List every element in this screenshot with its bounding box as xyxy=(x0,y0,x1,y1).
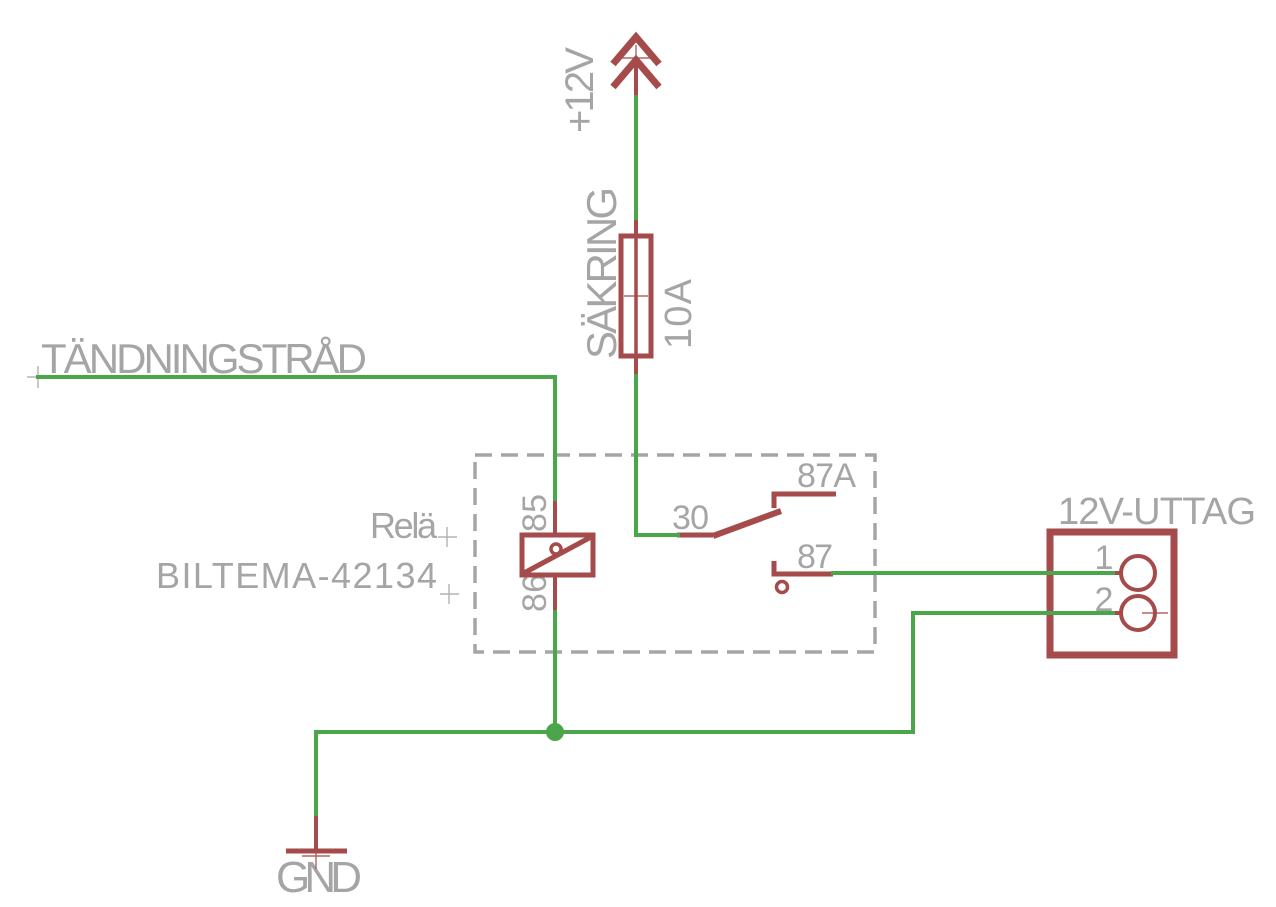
relay-name-origin-cross-icon xyxy=(438,527,457,547)
relay-coil-symbol xyxy=(519,498,596,613)
ground-origin-cross-icon xyxy=(302,843,330,869)
ground-symbol xyxy=(286,813,347,869)
relay-switch-symbol xyxy=(677,491,836,595)
relay-dashed-outline xyxy=(473,453,877,654)
relay-name-label: Relä xyxy=(370,505,438,546)
power-supply-symbol xyxy=(610,31,662,98)
text-layer: +12V SÄKRING 10A TÄNDNINGSTRÅD Relä BILT… xyxy=(41,47,1256,902)
ignition-wire-label: TÄNDNINGSTRÅD xyxy=(41,335,367,382)
relay-pin30-label: 30 xyxy=(672,499,709,537)
outlet-pin2-label: 2 xyxy=(1095,581,1114,619)
fuse-name-label: SÄKRING xyxy=(578,187,625,359)
relay-pin85-label: 85 xyxy=(516,494,554,532)
outlet-body xyxy=(1046,528,1178,659)
relay-pin86-label: 86 xyxy=(516,574,554,612)
switch-no-ring-icon xyxy=(774,579,790,595)
relay-pin87-label: 87 xyxy=(797,538,833,576)
outlet-symbol xyxy=(1046,528,1178,659)
wire-layer xyxy=(36,95,1115,816)
outlet-pin1-label: 1 xyxy=(1095,539,1114,577)
relay-part-number-label: BILTEMA-42134 xyxy=(156,555,437,596)
supply-origin-cross-icon xyxy=(618,45,654,71)
relay-value-origin-cross-icon xyxy=(440,584,459,604)
relay-coil-pivot-icon xyxy=(549,542,563,556)
annotation-layer xyxy=(27,366,877,654)
fuse-symbol xyxy=(618,217,654,377)
component-layer xyxy=(286,31,1178,869)
supply-chevron-outer-icon xyxy=(610,31,662,67)
outlet-title-label: 12V-UTTAG xyxy=(1058,491,1256,533)
outlet-origin-cross-icon xyxy=(1142,606,1168,621)
wire-junction-dot xyxy=(546,723,564,741)
relay-pin87a-label: 87A xyxy=(797,457,856,495)
switch-blade xyxy=(711,508,783,539)
switch-nc-contact xyxy=(771,491,836,508)
fuse-rating-label: 10A xyxy=(658,278,700,349)
switch-no-contact xyxy=(771,561,833,577)
power-rail-label: +12V xyxy=(558,47,602,133)
ground-label: GND xyxy=(276,853,362,902)
outlet-pin1-socket-icon xyxy=(1119,554,1157,592)
